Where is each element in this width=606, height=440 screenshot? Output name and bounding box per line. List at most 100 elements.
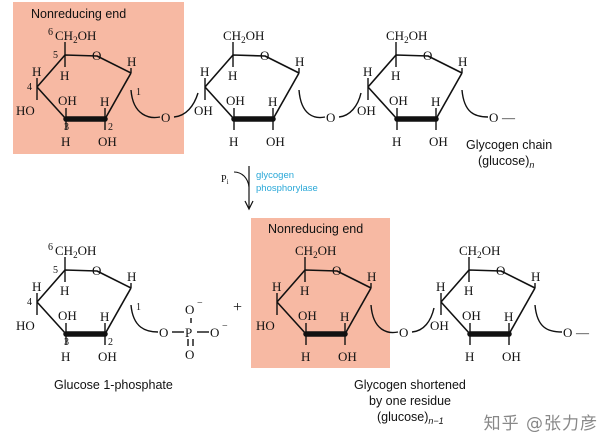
oh-c2: OH <box>502 349 521 364</box>
shortened-chain-label-2: by one residue <box>369 394 451 408</box>
h-c3: H <box>61 349 70 364</box>
carbon-number-6: 6 <box>48 27 53 38</box>
ring-bond-c1-c2 <box>104 72 132 120</box>
ch2oh-group: CH2OH <box>459 243 500 260</box>
enzyme-name-line1: glycogen <box>256 170 294 181</box>
chain-bond-end: — <box>575 325 590 340</box>
ring-bond-c1-c2 <box>272 72 300 120</box>
h-c4: H <box>363 64 372 79</box>
ring-oxygen: O <box>92 48 101 63</box>
h-c3: H <box>301 349 310 364</box>
h-c2: H <box>504 309 513 324</box>
ring-oxygen: O <box>423 48 432 63</box>
ring-bond-c4-c3 <box>440 301 471 335</box>
ring-upper-bonds <box>204 54 300 88</box>
carbon-number-4: 4 <box>27 297 32 308</box>
chain-continuation-top: O — <box>461 89 516 125</box>
ch2oh-group: CH2OH <box>223 28 264 45</box>
h-c5: H <box>228 68 237 83</box>
glycogen-chain-count: (glucose)n <box>478 154 534 170</box>
h-c5: H <box>60 283 69 298</box>
ch2oh-group: CH2OH <box>55 243 96 260</box>
h-c1: H <box>295 54 304 69</box>
oh-c3: OH <box>462 308 481 323</box>
glycosidic-oxygen: O <box>161 110 170 125</box>
h-c1: H <box>367 269 376 284</box>
h-c4: H <box>32 64 41 79</box>
h-c1: H <box>531 269 540 284</box>
h-c2: H <box>100 309 109 324</box>
carbon-number-2: 2 <box>108 337 113 348</box>
h-c3: H <box>465 349 474 364</box>
oh-c3: OH <box>58 93 77 108</box>
oh-c3: OH <box>298 308 317 323</box>
ring-oxygen: O <box>260 48 269 63</box>
ring-bond-c1-c2 <box>344 287 372 335</box>
phosphorus-atom: P <box>185 325 192 340</box>
h-c2: H <box>268 94 277 109</box>
h-c5: H <box>300 283 309 298</box>
ring-upper-bonds <box>36 269 132 303</box>
ch2oh-group: CH2OH <box>295 243 336 260</box>
bottom-nonreducing-end-label: Nonreducing end <box>268 222 363 236</box>
h-c4: H <box>272 279 281 294</box>
oh-c4: OH <box>430 318 449 333</box>
h-c1: H <box>127 54 136 69</box>
ring-bond-c4-c3 <box>36 301 67 335</box>
carbon-number-3: 3 <box>64 337 69 348</box>
charge-top: − <box>197 298 203 309</box>
chain-bond-end: — <box>501 110 516 125</box>
glycosidic-oxygen: O <box>326 110 335 125</box>
charge-right: − <box>222 321 228 332</box>
h-c1: H <box>127 269 136 284</box>
chain-continuation-bottom: O — <box>534 304 590 340</box>
glycosidic-oxygen: O <box>489 110 498 125</box>
ch2oh-group: CH2OH <box>386 28 427 45</box>
ring-oxygen: O <box>92 263 101 278</box>
reaction-arrow: Pi glycogen phosphorylase <box>221 166 318 211</box>
ho-c4: HO <box>256 318 275 333</box>
nonreducing-end-highlight-top <box>13 2 184 154</box>
phosphate-oxygen-top: O <box>185 302 194 317</box>
oh-c4: OH <box>194 103 213 118</box>
plus-sign: + <box>233 299 242 316</box>
ring-oxygen: O <box>332 263 341 278</box>
shortened-chain-label-3: (glucose)n−1 <box>377 410 444 426</box>
ring-bond-c4-c3 <box>204 86 235 120</box>
carbon-number-5: 5 <box>53 265 58 276</box>
glycosidic-link-2-3: O <box>298 89 362 125</box>
oh-c2: OH <box>98 349 117 364</box>
carbon-number-5: 5 <box>53 50 58 61</box>
h-c1: H <box>458 54 467 69</box>
phosphate-oxygen-bottom: O <box>185 347 194 362</box>
h-c3: H <box>229 134 238 149</box>
ring-bond-c1-c2 <box>435 72 463 120</box>
ch2oh-group: CH2OH <box>55 28 96 45</box>
glycogen-chain-label: Glycogen chain <box>466 138 552 152</box>
ring-bond-c1-c2 <box>104 287 132 335</box>
oh-c3: OH <box>389 93 408 108</box>
ho-c4: HO <box>16 318 35 333</box>
h-c3: H <box>61 134 70 149</box>
ring-upper-bonds <box>36 54 132 88</box>
shortened-chain-label-1: Glycogen shortened <box>354 378 466 392</box>
h-c3: H <box>392 134 401 149</box>
h-c2: H <box>340 309 349 324</box>
phosphate-ester-oxygen: O <box>159 325 168 340</box>
oh-c4: OH <box>357 103 376 118</box>
oh-c2: OH <box>429 134 448 149</box>
oh-c2: OH <box>266 134 285 149</box>
ring-bond-c4-c3 <box>276 301 307 335</box>
ring-upper-bonds <box>276 269 372 303</box>
glucose-1-phosphate-label: Glucose 1-phosphate <box>54 378 173 392</box>
glycosidic-link-4-5: O <box>370 304 435 340</box>
pi-label: Pi <box>221 174 229 186</box>
ring-bond-c4-c3 <box>36 86 67 120</box>
carbon-number-1: 1 <box>136 87 141 98</box>
ring-bond-c1-c2 <box>508 287 536 335</box>
